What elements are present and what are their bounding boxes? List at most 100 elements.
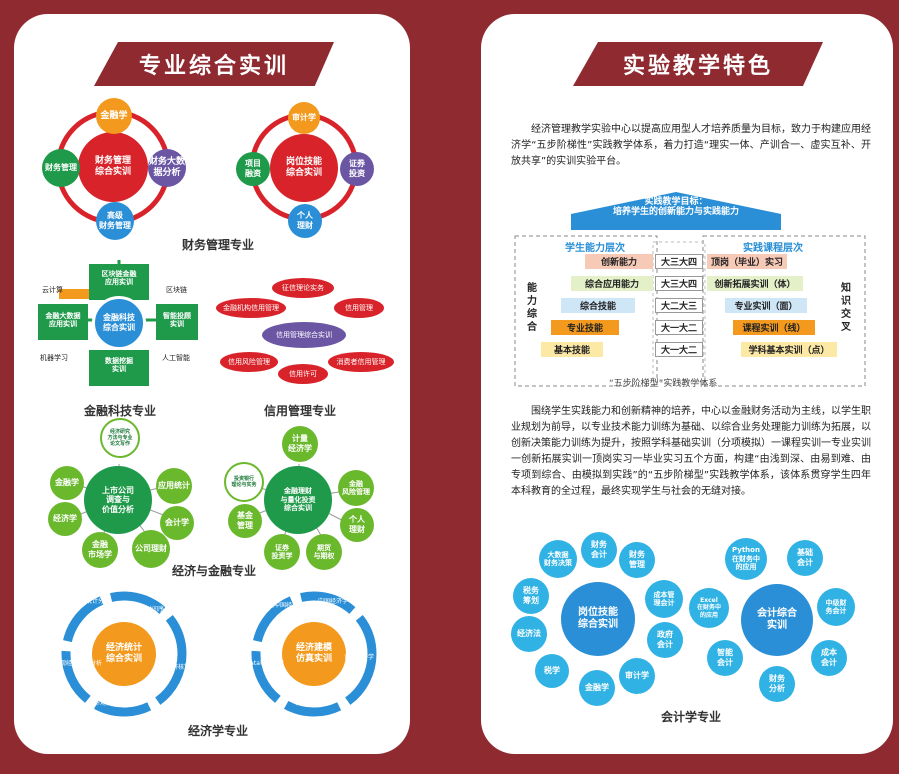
finance-node-0: 金融学 xyxy=(96,98,132,134)
sec-node-3: 项目 融资 xyxy=(236,152,270,186)
econ2-arrow-1: 计量经济学 xyxy=(344,654,375,661)
econfin2-center: 金融理财 与量化投资 综合实训 xyxy=(264,466,332,534)
year-4: 大一大二 xyxy=(655,342,703,357)
step-left-3: 专业技能 xyxy=(551,320,619,335)
year-0: 大三大四 xyxy=(655,254,703,269)
econfin2-node-4: 证券 投资学 xyxy=(264,534,300,570)
econ1-center: 经济统计 综合实训 xyxy=(92,622,156,686)
ladder-decor xyxy=(514,192,866,387)
fintech-label-0: 云计算 xyxy=(42,286,63,294)
acct1-node-6: 税学 xyxy=(535,654,569,688)
fintech-bottom: 数据挖掘 实训 xyxy=(105,357,133,374)
finance-node-1: 财务大数 据分析 xyxy=(148,149,186,187)
sec-node-2: 个人 理财 xyxy=(288,204,322,238)
finance-center: 财务管理 综合实训 xyxy=(78,132,148,202)
econfin2-node-2: 个人 理财 xyxy=(340,508,374,542)
econ1-arrow-4: 宏观经济统计分析 xyxy=(54,660,103,667)
sec-node-1: 证券 投资 xyxy=(340,152,374,186)
sec-node-0: 审计学 xyxy=(288,102,320,134)
step-right-0: 顶岗（毕业）实习 xyxy=(707,254,787,269)
acct1-node-1: 财务 管理 xyxy=(619,542,655,578)
acct1-node-0: 财务 会计 xyxy=(581,532,617,568)
step-left-4: 基本技能 xyxy=(541,342,603,357)
finance-caption: 财务管理专业 xyxy=(182,238,255,252)
econ2-arrow-0: 中国经济学 xyxy=(318,598,349,605)
credit-caption: 信用管理专业 xyxy=(264,404,337,418)
econ2-center: 经济建模 仿真实训 xyxy=(282,622,346,686)
left-title: 专业综合实训 xyxy=(138,54,289,79)
left-decor xyxy=(54,109,377,717)
fintech-center: 金融科技 综合实训 xyxy=(92,296,146,350)
credit-node-4: 信用风险管理 xyxy=(220,352,278,372)
econfin2-node-0: 计量 经济学 xyxy=(282,426,318,462)
fintech-top: 区块链金融 应用实训 xyxy=(101,270,137,287)
fintech-label-2: 人工智能 xyxy=(162,354,190,362)
acct-caption: 会计学专业 xyxy=(661,710,722,724)
econfin2-node-6: 投资银行 理论与实务 xyxy=(224,462,264,502)
left-side: 能 力 综 合 xyxy=(527,283,537,333)
econfin1-node-6: 金融学 xyxy=(50,466,84,500)
fintech-bottom-box xyxy=(89,350,149,386)
credit-node-1: 信用管理 xyxy=(334,298,384,318)
econfin2-node-5: 基金 管理 xyxy=(228,504,262,538)
credit-center: 信用管理综合实训 xyxy=(262,322,346,348)
credit-node-3: 信用许可 xyxy=(278,364,328,384)
econfin1-node-4: 金融 市场学 xyxy=(82,532,118,568)
acct1-node-3: 政府 会计 xyxy=(647,622,683,658)
acct1-node-7: 经济法 xyxy=(511,616,547,652)
right-panel: 实验教学特色 经济管理教学实验中心以提高应用型人才培养质量为目标，致力于构建应用… xyxy=(481,14,893,754)
body-paragraph: 围绕学生实践能力和创新精神的培养，中心以金融财务活动为主线，以学生职业规划为前导… xyxy=(511,406,871,497)
right-head: 实践课程层次 xyxy=(743,243,803,254)
credit-node-2: 消费者信用管理 xyxy=(328,352,394,372)
fintech-right-box xyxy=(156,304,198,340)
econ2-arrow-4: 当代中国经济 xyxy=(262,602,299,609)
econfin1-node-5: 经济学 xyxy=(48,502,82,536)
econ1-arrow-1: 时间序列分析 xyxy=(146,606,183,613)
year-2: 大二大三 xyxy=(655,298,703,313)
econfin1-center: 上市公司 调查与 价值分析 xyxy=(84,466,152,534)
acct2-node-2: 中级财 务会计 xyxy=(817,588,855,626)
fintech-left-box xyxy=(38,304,88,340)
acct1-center: 岗位技能 综合实训 xyxy=(561,582,635,656)
fintech-left: 金融大数据 应用实训 xyxy=(45,312,81,329)
econ2-arrow-2: 应用统计 xyxy=(296,700,321,707)
acct1-node-8: 税务 筹划 xyxy=(513,578,549,614)
ladder-caption: “五步阶梯型”实践教学体系 xyxy=(609,379,718,389)
credit-node-5: 金融机构信用管理 xyxy=(216,298,286,318)
acct2-node-4: 财务 分析 xyxy=(759,666,795,702)
econ1-arrow-0: 经济统计分析 xyxy=(74,598,111,605)
econfin2-node-3: 期货 与期权 xyxy=(306,534,342,570)
econfin1-node-1: 应用统计 xyxy=(156,468,192,504)
step-left-1: 综合应用能力 xyxy=(571,276,653,291)
intro-paragraph: 经济管理教学实验中心以提高应用型人才培养质量为目标，致力于构建应用经济学“五步阶… xyxy=(511,124,871,167)
fintech-right: 智能投顾 实训 xyxy=(163,312,191,329)
left-panel: 专业综合实训 财务管理 综合实 xyxy=(14,14,410,754)
acct2-node-1: 基础 会计 xyxy=(787,540,823,576)
acct2-node-6: Excel 在财务中 的应用 xyxy=(689,588,729,628)
econ2-arrow-3: Stata软件应用 xyxy=(244,660,284,667)
econfin1-node-3: 公司理财 xyxy=(132,530,170,568)
left-title-banner: 专业综合实训 xyxy=(94,42,334,86)
step-right-1: 创新拓展实训（体） xyxy=(707,276,803,291)
econfin1-node-0: 经济研究 方法与专业 论文写作 xyxy=(100,418,140,458)
fintech-top-box xyxy=(89,264,149,300)
econ-caption: 经济学专业 xyxy=(188,724,249,738)
acct2-center: 会计综合 实训 xyxy=(741,584,813,656)
goal-text: 实践教学目标： 培养学生的创新能力与实践能力 xyxy=(612,197,739,218)
acct2-node-3: 成本 会计 xyxy=(811,640,847,676)
year-3: 大一大二 xyxy=(655,320,703,335)
right-title-banner: 实验教学特色 xyxy=(573,42,823,86)
econ1-arrow-2: 国民经济核算 xyxy=(154,664,191,671)
econfin2-node-1: 金融 风险管理 xyxy=(338,470,374,506)
fintech-label-3: 机器学习 xyxy=(40,354,68,362)
sec-center: 岗位技能 综合实训 xyxy=(270,134,338,202)
step-left-2: 综合技能 xyxy=(561,298,635,313)
left-head: 学生能力层次 xyxy=(565,243,625,254)
acct2-node-0: Python 在财务中 的应用 xyxy=(725,538,767,580)
acct1-node-2: 成本管 理会计 xyxy=(645,580,683,618)
econ1-arrow-3: 市场调查与预测 xyxy=(94,700,137,707)
year-1: 大三大四 xyxy=(655,276,703,291)
right-title: 实验教学特色 xyxy=(622,54,773,79)
acct1-node-4: 审计学 xyxy=(619,658,655,694)
fintech-label-1: 区块链 xyxy=(166,286,187,294)
